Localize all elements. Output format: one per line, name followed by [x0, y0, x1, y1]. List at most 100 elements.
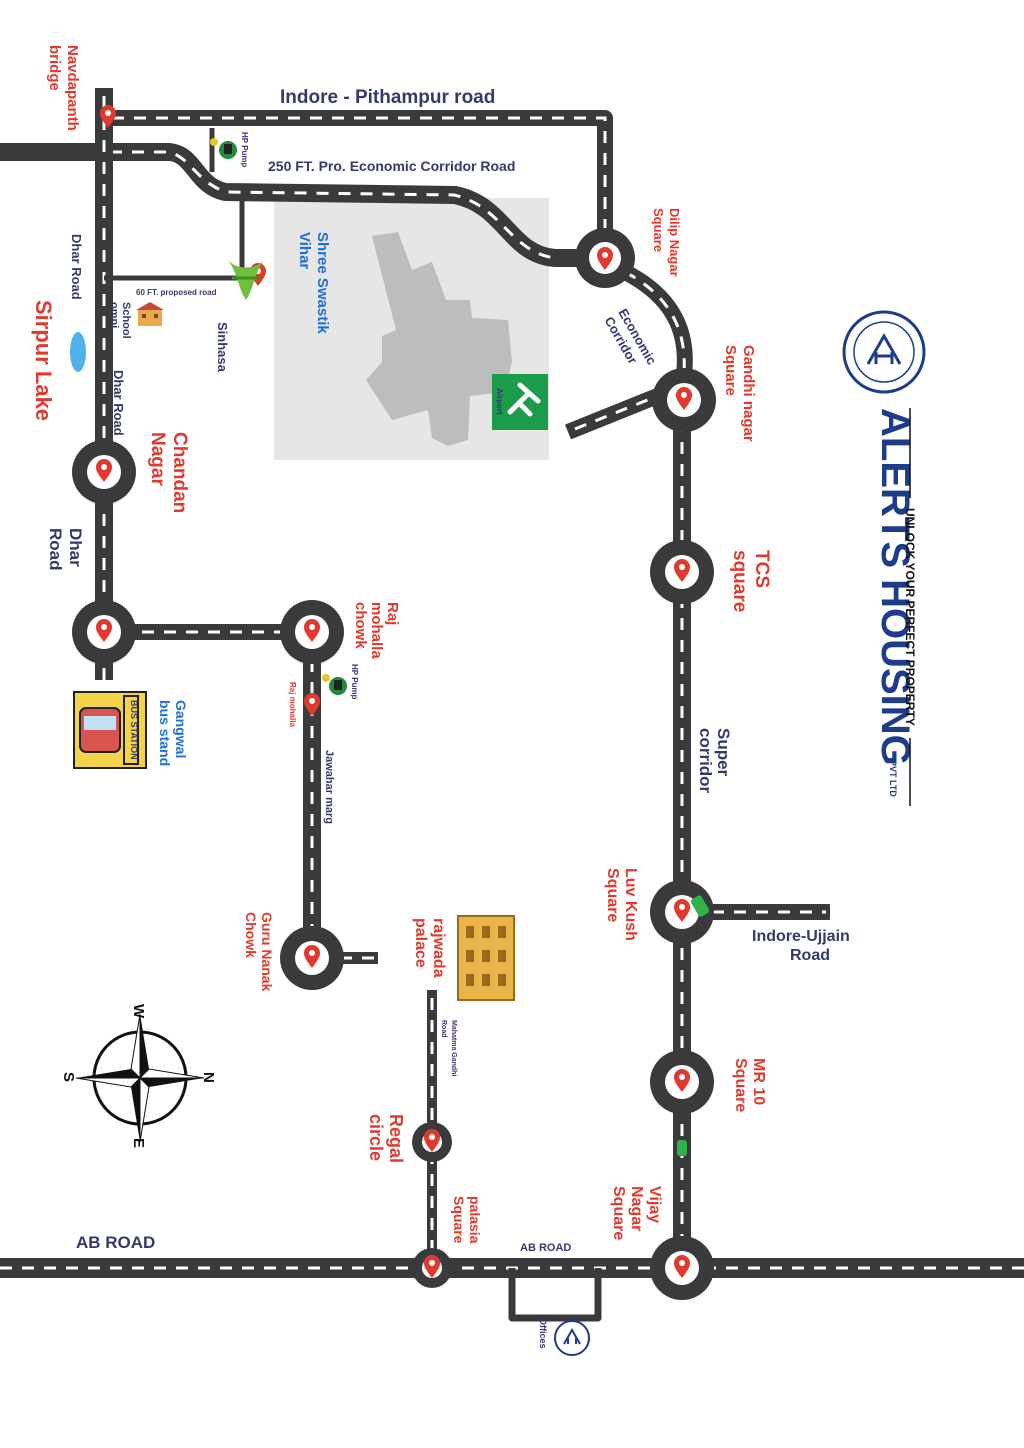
- svg-text:Navdapanth: Navdapanth: [64, 45, 81, 131]
- label-chandan-nagar: Chandan Nagar: [147, 432, 190, 513]
- svg-text:corridor: corridor: [696, 728, 715, 794]
- map-pin-icon: [424, 1129, 440, 1152]
- map-pin-dot: [309, 950, 315, 956]
- map-pin-icon: [304, 693, 320, 716]
- map-pin-dot: [105, 110, 111, 116]
- svg-text:Gandhi nagar: Gandhi nagar: [740, 345, 757, 442]
- label-ab-road-small: AB ROAD: [520, 1242, 571, 1254]
- brand-tagline: UNLOCK YOUR PERFECT PROPERTY: [903, 508, 917, 726]
- label-airport: Airport: [495, 388, 504, 415]
- label-ab-road-main: AB ROAD: [76, 1233, 155, 1252]
- label-sirpur-lake: Sirpur Lake: [31, 300, 56, 421]
- svg-text:Regal: Regal: [386, 1114, 406, 1163]
- svg-text:Vijay: Vijay: [646, 1186, 663, 1223]
- svg-text:Square: Square: [732, 1058, 749, 1112]
- svg-text:Nagar: Nagar: [628, 1186, 645, 1231]
- map-pin-icon: [674, 899, 690, 922]
- map-pin-dot: [429, 1134, 435, 1140]
- label-indore-pithampur: Indore - Pithampur road: [280, 87, 495, 108]
- map-pin-dot: [681, 392, 687, 398]
- svg-text:square: square: [729, 550, 750, 612]
- map-pin-icon: [597, 247, 613, 270]
- label-dhar-road-low: Dhar Road: [46, 528, 85, 571]
- svg-text:Road: Road: [46, 528, 65, 571]
- label-offices: Offices: [538, 1318, 548, 1349]
- map-pin-icon: [304, 945, 320, 968]
- svg-text:Road: Road: [440, 1020, 447, 1038]
- brand-suffix: PVT LTD: [888, 760, 898, 797]
- label-economic-corridor: Economic Corridor: [602, 306, 660, 367]
- svg-text:Guru Nanak: Guru Nanak: [259, 912, 275, 992]
- svg-text:Square: Square: [451, 1196, 467, 1244]
- svg-text:bus stand: bus stand: [157, 700, 173, 766]
- road-dash: [110, 150, 556, 260]
- label-rajwada: rajwada palace: [412, 918, 447, 978]
- svg-text:rajwada: rajwada: [430, 918, 447, 978]
- label-dhar-road-top: Dhar Road: [69, 234, 84, 300]
- label-gangwal: Gangwal bus stand: [157, 700, 189, 766]
- svg-text:Raj: Raj: [384, 602, 401, 625]
- swastik-vihar-emblem-icon: [228, 260, 264, 300]
- fuel-pump-icon: [210, 138, 237, 159]
- label-regal: Regal circle: [366, 1114, 406, 1163]
- label-mr10: MR 10 Square: [732, 1058, 767, 1112]
- car-icon: [690, 895, 710, 917]
- svg-text:TCS: TCS: [751, 550, 772, 588]
- brand-block: ALERTS HOUSING PVT LTD UNLOCK YOUR PERFE…: [873, 408, 917, 806]
- label-indore-ujjain-1: Indore-Ujjain: [752, 928, 850, 945]
- label-hp-pump-raj: HP Pump: [350, 664, 359, 700]
- compass-north: N: [200, 1072, 217, 1083]
- label-economic-corridor-road: 250 FT. Pro. Economic Corridor Road: [268, 158, 515, 174]
- label-indore-ujjain-2: Road: [790, 947, 830, 964]
- map-pin-icon: [676, 387, 692, 410]
- svg-text:Gangwal: Gangwal: [173, 700, 189, 758]
- svg-text:Square: Square: [722, 345, 739, 396]
- map-pin-icon: [424, 1255, 440, 1278]
- label-raj-mohalla-small: Raj mohalla: [288, 682, 297, 727]
- label-vijay-nagar: Vijay Nagar Square: [610, 1186, 663, 1240]
- map-pin-icon: [100, 105, 116, 128]
- compass-east: E: [130, 1138, 147, 1148]
- label-proposed-road: 60 FT. proposed road: [136, 288, 217, 297]
- road-dash: [624, 270, 686, 373]
- label-guru-nanak: Guru Nanak Chowk: [243, 912, 275, 992]
- label-shree-swastik: Shree Swastik Vihar: [296, 232, 331, 334]
- compass-west: W: [130, 1004, 147, 1019]
- svg-text:School: School: [120, 302, 132, 339]
- label-sinhasa: Sinhasa: [215, 322, 230, 373]
- map-pin-icon: [674, 559, 690, 582]
- svg-text:Square: Square: [610, 1186, 627, 1240]
- svg-text:Super: Super: [714, 728, 733, 777]
- compass-rose-icon: [75, 1013, 205, 1143]
- label-omni-school: omni School: [108, 302, 132, 339]
- svg-text:omni: omni: [108, 302, 120, 328]
- map-pin-dot: [679, 1074, 685, 1080]
- svg-text:Chandan: Chandan: [169, 432, 190, 513]
- map-pin-dot: [679, 1260, 685, 1266]
- map-pin-dot: [602, 252, 608, 258]
- svg-text:bridge: bridge: [46, 45, 63, 91]
- road-dash: [574, 395, 656, 431]
- svg-text:Square: Square: [604, 868, 621, 922]
- svg-text:palace: palace: [412, 918, 429, 968]
- svg-text:Vihar: Vihar: [296, 232, 313, 269]
- svg-text:Nagar: Nagar: [147, 432, 168, 486]
- alerts-housing-logo: [842, 310, 926, 394]
- airport-terminal-shape: [366, 232, 512, 446]
- svg-text:Dhar: Dhar: [66, 528, 85, 567]
- map-pin-icon: [96, 619, 112, 642]
- label-raj-mohalla-chowk: Raj mohalla chowk: [352, 602, 401, 659]
- alerts-housing-logo: [554, 1320, 590, 1356]
- label-luv-kush: Luv Kush Square: [604, 868, 639, 941]
- school-icon: [136, 302, 164, 326]
- svg-text:circle: circle: [366, 1114, 386, 1161]
- svg-text:palasia: palasia: [467, 1196, 483, 1244]
- label-hp-pump-top: HP Pump: [240, 132, 249, 168]
- svg-text:mohalla: mohalla: [368, 602, 385, 659]
- map-pin-dot: [101, 464, 107, 470]
- label-dilip-nagar: Dilip Nagar Square: [651, 208, 682, 277]
- svg-text:Dilip Nagar: Dilip Nagar: [667, 208, 682, 277]
- map-pin-dot: [309, 698, 315, 704]
- svg-text:Square: Square: [651, 208, 666, 252]
